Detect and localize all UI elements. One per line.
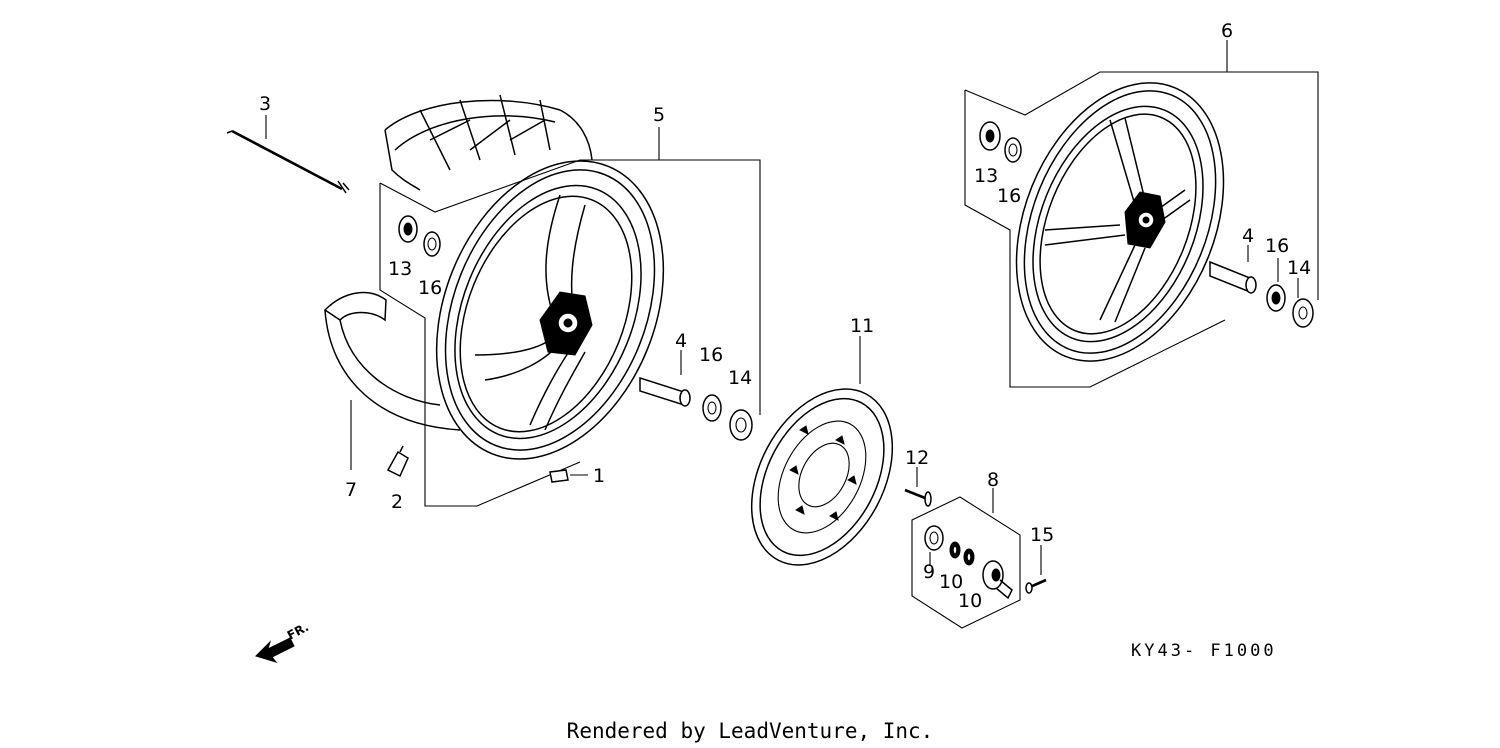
callout-4-left: 4 [675,330,687,352]
thrust-washer-a[interactable] [949,541,961,559]
dust-seal-right[interactable] [1004,137,1022,163]
callout-7: 7 [345,479,357,501]
callout-1: 1 [593,465,605,487]
gearbox-screw[interactable] [1025,578,1047,594]
callout-5: 5 [653,104,665,126]
callout-12: 12 [905,447,929,469]
front-direction-arrow-icon: FR. [255,620,311,663]
callout-13-right: 13 [974,165,998,187]
dust-seal-left[interactable] [423,231,441,257]
direction-label: FR. [285,620,311,643]
callout-16-right-2: 16 [1265,235,1289,257]
thrust-washer-b[interactable] [963,548,975,566]
callout-11: 11 [850,315,874,337]
tire-valve[interactable] [386,445,409,478]
callout-14-left: 14 [728,367,752,389]
bearing-right[interactable] [979,121,1001,151]
callout-13-left: 13 [388,258,412,280]
collar-left[interactable] [639,376,691,407]
callout-9: 9 [923,561,935,583]
callout-2: 2 [391,491,403,513]
diagram-code: KY43- F1000 [1131,641,1277,661]
front-axle[interactable] [226,129,350,194]
callout-8: 8 [987,469,999,491]
callout-16-left-2: 16 [699,344,723,366]
callout-6: 6 [1221,20,1233,42]
callout-16-right: 16 [997,185,1021,207]
bearing-left[interactable] [398,215,418,243]
dust-seal-right-2[interactable] [1266,284,1286,312]
brake-disc[interactable] [723,365,921,589]
callout-4-right: 4 [1242,225,1254,247]
callout-15: 15 [1030,524,1054,546]
front-wheel-right[interactable] [978,52,1263,392]
balance-weight[interactable] [549,469,569,483]
callout-16-left: 16 [418,277,442,299]
callout-3: 3 [259,93,271,115]
side-collar-left[interactable] [729,409,753,441]
retainer[interactable] [924,525,944,551]
collar-right[interactable] [1209,260,1257,294]
disc-bolt[interactable] [904,488,932,507]
speedometer-gearbox[interactable] [982,560,1013,600]
credit-line: Rendered by LeadVenture, Inc. [567,719,934,743]
callout-14-right: 14 [1287,257,1311,279]
callout-10-b: 10 [958,590,982,612]
front-wheel-left[interactable] [395,127,706,493]
dust-seal-left-2[interactable] [702,394,722,422]
side-collar-right[interactable] [1292,298,1314,328]
callout-10-a: 10 [939,571,963,593]
